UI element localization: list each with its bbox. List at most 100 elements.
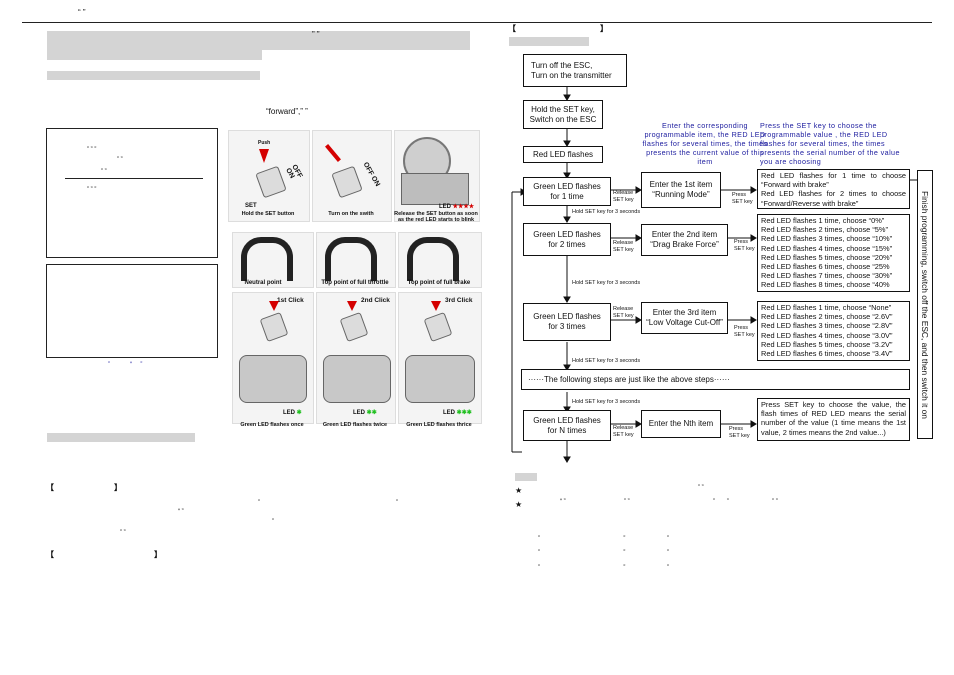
header-rule (22, 22, 932, 23)
para-quote-3: “ ” (178, 509, 184, 515)
finish-text: Finish programming, switch off the ESC, … (920, 190, 930, 419)
note-q3: ” ” ” (538, 565, 670, 571)
opt-2-7: Red LED flashes 7 times, choose “30%” (761, 271, 893, 281)
caption-release-set: Release the SET button as soon as the re… (394, 211, 478, 223)
photo-full-brake (398, 232, 482, 288)
info-box-1-quotes-a: ” ” ” (87, 147, 97, 153)
opt-2-4: Red LED flashes 4 times, choose “15%” (761, 243, 893, 253)
note-line-1: ” ” (698, 485, 704, 491)
note-press-set: Press the SET key to choose the programm… (760, 121, 900, 166)
title-bar (47, 31, 470, 50)
hold-4: Hold SET key for 3 seconds (572, 399, 641, 405)
opt-3-1: Red LED flashes 1 time, choose “None” (761, 303, 892, 312)
click-3-esc (405, 355, 475, 403)
para-quote-5: ” ” (120, 530, 126, 536)
step-turn-off: Turn off the ESC, Turn on the transmitte… (523, 54, 627, 87)
bracket-open: 【 (46, 483, 54, 492)
item-n: Enter the Nth item (641, 410, 721, 438)
trigger-brake (407, 237, 459, 281)
flow-heading-bar (509, 37, 589, 46)
info-box-1-rule (65, 178, 203, 179)
click-3-label: 3rd Click (445, 297, 473, 304)
opt-3-2: Red LED flashes 2 times, choose “2.6V” (761, 312, 893, 322)
esc-switch-2 (331, 165, 363, 199)
click-2-label: 2nd Click (361, 297, 390, 304)
click-3-led: LED ✱✱✱ (443, 410, 472, 416)
caption-full-brake: Top point of full brake (407, 280, 471, 286)
para-quote-2: ” (396, 500, 398, 506)
switch-arrow (325, 144, 341, 162)
header-quote: “ ” (78, 8, 86, 17)
flow-bracket-open: 【 (508, 24, 516, 33)
hold-3: Hold SET key for 3 seconds (572, 358, 641, 364)
item-3: Enter the 3rd item “Low Voltage Cut-Off” (641, 302, 728, 334)
flow-bracket-close: 】 (600, 24, 608, 33)
photo-turn-on: OFF ON (312, 130, 392, 222)
bracket2-close: 】 (154, 550, 162, 559)
caption-turn-on: Turn on the swith (328, 211, 374, 217)
section-heading-bar (47, 71, 260, 80)
photo-hold-set: Push OFF ON SET (228, 130, 310, 222)
green-3: Green LED flashes for 3 times (523, 303, 611, 341)
note-q1: ” ” ” (538, 536, 670, 542)
item-2: Enter the 2nd item “Drag Brake Force” (641, 224, 728, 256)
click-2-switch (339, 311, 369, 343)
caption-hold-set: Hold the SET button (241, 211, 295, 217)
opt-2-8: Red LED flashes 8 times, choose “40% (761, 280, 890, 290)
note-line-2: “ ” ” ” ” ” ” ” (560, 499, 778, 505)
click-1-label: 1st Click (277, 297, 304, 304)
press-1: Press SET key (732, 192, 753, 205)
opt-2-5: Red LED flashes 5 times, choose “20%” (761, 252, 893, 262)
quote-marks-row: ” “ ” (108, 362, 143, 368)
photo-neutral (232, 232, 314, 288)
press-2: Press SET key (734, 239, 755, 252)
opt-1-1: Red LED flashes for 1 time to choose “Fo… (761, 171, 906, 190)
photo-esc-red-led: LED ★★★★ (394, 130, 480, 222)
caption-neutral: Neutral point (244, 280, 282, 286)
click-1-arrow (269, 301, 279, 311)
set-label: SET (245, 203, 257, 209)
options-drag-brake: Red LED flashes 1 time, choose “0%” Red … (757, 214, 910, 292)
caption-full-throttle: Top point of full throttle (321, 280, 389, 286)
push-arrow (259, 149, 269, 163)
opt-3-5: Red LED flashes 5 times, choose “3.2V” (761, 339, 893, 349)
step-red-led: Red LED flashes (523, 146, 603, 163)
push-label: Push (258, 140, 271, 146)
section-heading-bar-2 (47, 433, 195, 442)
opt-3-6: Red LED flashes 6 times, choose “3.4V” (761, 349, 893, 359)
esc-switch-1 (255, 165, 287, 199)
opt-2-6: Red LED flashes 6 times, choose “25% (761, 262, 890, 272)
click-1-esc (239, 355, 307, 403)
opt-2-1: Red LED flashes 1 time, choose “0%” (761, 216, 885, 225)
release-n: Release SET key (613, 425, 634, 438)
opt-1-2: Red LED flashes for 2 times to choose “F… (761, 189, 906, 208)
click-3-arrow (431, 301, 441, 311)
para-quote-4: ” (272, 519, 274, 525)
finish-box: Finish programming, switch off the ESC, … (917, 170, 933, 439)
click-2-arrow (347, 301, 357, 311)
options-running-mode: Red LED flashes for 1 time to choose “Fo… (757, 169, 910, 209)
note-q2: ” ” ” (538, 550, 670, 556)
photo-click-3: 3rd Click LED ✱✱✱ (398, 292, 482, 424)
para-quote-1: ” (258, 500, 260, 506)
info-box-1-quotes-c: ” ” (101, 169, 107, 175)
click-1-switch (259, 311, 289, 343)
item-n-text: Enter the Nth item (648, 419, 714, 428)
title-quote: ” ” (312, 30, 320, 39)
bracket2-open: 【 (46, 550, 54, 559)
esc-body (401, 173, 469, 205)
bracket-close: 】 (114, 483, 122, 492)
opt-3-4: Red LED flashes 4 times, choose “3.0V” (761, 330, 893, 340)
trigger-throttle (325, 237, 377, 281)
caption-green-twice: Green LED flashes twice (322, 422, 388, 428)
options-low-voltage: Red LED flashes 1 time, choose “None” Re… (757, 301, 910, 361)
options-nth: Press SET key to choose the value, the f… (757, 398, 910, 441)
info-box-2 (46, 264, 218, 358)
click-3-switch (423, 311, 453, 343)
press-3: Press SET key (734, 325, 755, 338)
following-steps: ······The following steps are just like … (521, 369, 910, 390)
green-2: Green LED flashes for 2 times (523, 223, 611, 256)
info-box-1-quotes-b: ” ” (117, 157, 123, 163)
step-hold-set: Hold the SET key, Switch on the ESC (523, 100, 603, 129)
notes-heading-bar (515, 473, 537, 481)
